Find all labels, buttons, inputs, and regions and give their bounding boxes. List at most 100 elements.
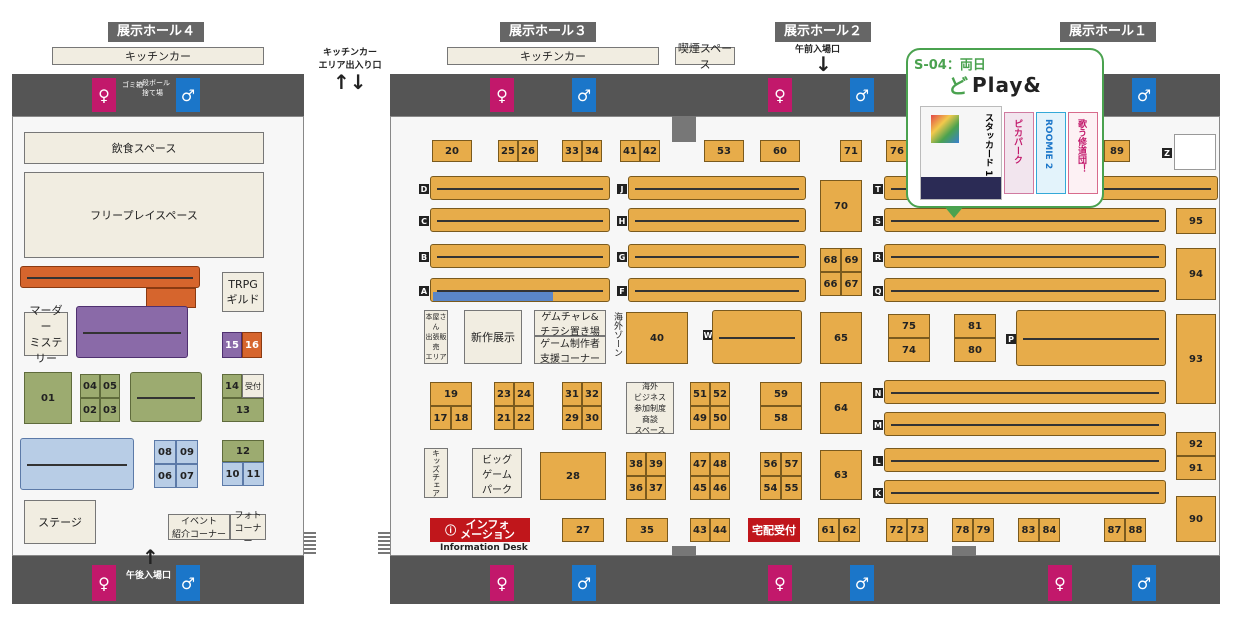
booth-59[interactable]: 59 <box>760 382 802 406</box>
booth-10[interactable]: 10 <box>222 462 243 486</box>
booth-44[interactable]: 44 <box>710 518 730 542</box>
booth-79[interactable]: 79 <box>973 518 994 542</box>
booth-22[interactable]: 22 <box>514 406 534 430</box>
booth-z[interactable] <box>1174 134 1216 170</box>
booth-36[interactable]: 36 <box>626 476 646 500</box>
booth-21[interactable]: 21 <box>494 406 514 430</box>
booth-13[interactable]: 13 <box>222 398 264 422</box>
booth-18[interactable]: 18 <box>451 406 472 430</box>
booth-51[interactable]: 51 <box>690 382 710 406</box>
booth-94[interactable]: 94 <box>1176 248 1216 300</box>
booth-88[interactable]: 88 <box>1125 518 1146 542</box>
booth-06[interactable]: 06 <box>154 464 176 488</box>
booth-55[interactable]: 55 <box>781 476 802 500</box>
booth-32[interactable]: 32 <box>582 382 602 406</box>
booth-68[interactable]: 68 <box>820 248 841 272</box>
booth-39[interactable]: 39 <box>646 452 666 476</box>
booth-43[interactable]: 43 <box>690 518 710 542</box>
booth-73[interactable]: 73 <box>907 518 928 542</box>
booth-19[interactable]: 19 <box>430 382 472 406</box>
booth-71[interactable]: 71 <box>840 140 862 162</box>
exhibitor-popup[interactable]: S-04：両日 ど Play& スタッカード 1 ピカパーク ROOMIE 2 … <box>906 48 1104 208</box>
booth-90[interactable]: 90 <box>1176 496 1216 542</box>
booth-69[interactable]: 69 <box>841 248 862 272</box>
booth-58[interactable]: 58 <box>760 406 802 430</box>
row-c <box>430 208 610 232</box>
booth-26[interactable]: 26 <box>518 140 538 162</box>
booth-03[interactable]: 03 <box>100 398 120 422</box>
booth-24[interactable]: 24 <box>514 382 534 406</box>
booth-70[interactable]: 70 <box>820 180 862 232</box>
booth-29[interactable]: 29 <box>562 406 582 430</box>
booth-78[interactable]: 78 <box>952 518 973 542</box>
booth-12[interactable]: 12 <box>222 440 264 462</box>
booth-63[interactable]: 63 <box>820 450 862 500</box>
booth-60[interactable]: 60 <box>760 140 800 162</box>
booth-37[interactable]: 37 <box>646 476 666 500</box>
booth-09[interactable]: 09 <box>176 440 198 464</box>
booth-42[interactable]: 42 <box>640 140 660 162</box>
booth-25[interactable]: 25 <box>498 140 518 162</box>
information-desk[interactable]: ⓘ インフォ メーション <box>430 518 530 542</box>
booth-11[interactable]: 11 <box>243 462 264 486</box>
booth-87[interactable]: 87 <box>1104 518 1125 542</box>
booth-45[interactable]: 45 <box>690 476 710 500</box>
booth-14[interactable]: 14 <box>222 374 242 398</box>
booth-93[interactable]: 93 <box>1176 314 1216 404</box>
booth-16[interactable]: 16 <box>242 332 262 358</box>
booth-53[interactable]: 53 <box>704 140 744 162</box>
booth-67[interactable]: 67 <box>841 272 862 296</box>
booth-15[interactable]: 15 <box>222 332 242 358</box>
delivery-desk[interactable]: 宅配受付 <box>748 518 800 542</box>
booth-34[interactable]: 34 <box>582 140 602 162</box>
booth-31[interactable]: 31 <box>562 382 582 406</box>
booth-04[interactable]: 04 <box>80 374 100 398</box>
booth-91[interactable]: 91 <box>1176 456 1216 480</box>
booth-35[interactable]: 35 <box>626 518 668 542</box>
booth-57[interactable]: 57 <box>781 452 802 476</box>
booth-92[interactable]: 92 <box>1176 432 1216 456</box>
booth-17[interactable]: 17 <box>430 406 451 430</box>
am-entrance-label: 午前入場口 <box>795 45 841 55</box>
popup-pointer <box>944 206 964 218</box>
booth-61[interactable]: 61 <box>818 518 839 542</box>
booth-56[interactable]: 56 <box>760 452 781 476</box>
booth-66[interactable]: 66 <box>820 272 841 296</box>
booth-40[interactable]: 40 <box>626 312 688 364</box>
booth-65[interactable]: 65 <box>820 312 862 364</box>
booth-80[interactable]: 80 <box>954 338 996 362</box>
booth-83[interactable]: 83 <box>1018 518 1039 542</box>
booth-95[interactable]: 95 <box>1176 208 1216 234</box>
booth-72[interactable]: 72 <box>886 518 907 542</box>
booth-47[interactable]: 47 <box>690 452 710 476</box>
booth-05[interactable]: 05 <box>100 374 120 398</box>
booth-62[interactable]: 62 <box>839 518 860 542</box>
booth-81[interactable]: 81 <box>954 314 996 338</box>
booth-64[interactable]: 64 <box>820 382 862 434</box>
booth-28[interactable]: 28 <box>540 452 606 500</box>
booth-46[interactable]: 46 <box>710 476 730 500</box>
booth-block-u2[interactable] <box>146 288 196 308</box>
booth-54[interactable]: 54 <box>760 476 781 500</box>
booth-02[interactable]: 02 <box>80 398 100 422</box>
booth-76[interactable]: 76 <box>886 140 908 162</box>
booth-01[interactable]: 01 <box>24 372 72 424</box>
booth-27[interactable]: 27 <box>562 518 604 542</box>
booth-74[interactable]: 74 <box>888 338 930 362</box>
booth-84[interactable]: 84 <box>1039 518 1060 542</box>
booth-50[interactable]: 50 <box>710 406 730 430</box>
booth-30[interactable]: 30 <box>582 406 602 430</box>
booth-20[interactable]: 20 <box>432 140 472 162</box>
booth-07[interactable]: 07 <box>176 464 198 488</box>
booth-33[interactable]: 33 <box>562 140 582 162</box>
booth-49[interactable]: 49 <box>690 406 710 430</box>
booth-38[interactable]: 38 <box>626 452 646 476</box>
booth-75[interactable]: 75 <box>888 314 930 338</box>
booth-52[interactable]: 52 <box>710 382 730 406</box>
booth-89[interactable]: 89 <box>1104 140 1130 162</box>
booth-48[interactable]: 48 <box>710 452 730 476</box>
booth-08[interactable]: 08 <box>154 440 176 464</box>
row-n <box>884 380 1166 404</box>
booth-23[interactable]: 23 <box>494 382 514 406</box>
booth-41[interactable]: 41 <box>620 140 640 162</box>
